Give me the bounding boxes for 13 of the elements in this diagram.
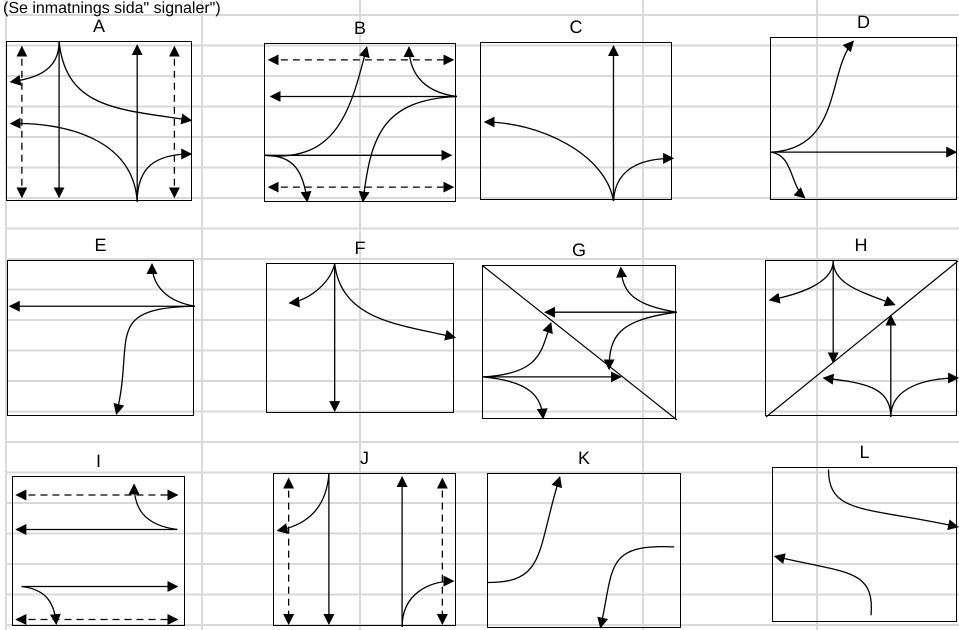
panel-letter: K [578, 447, 590, 469]
panel-letter: G [572, 239, 586, 261]
panel-letter: A [93, 16, 105, 37]
panel-letter: E [94, 234, 106, 256]
panel-letter: H [854, 234, 868, 256]
note-text: (Se inmatnings sida" signaler") [3, 0, 221, 18]
panel-letter: J [360, 447, 369, 469]
panel-letter: D [857, 11, 870, 33]
panel-letter: L [860, 441, 870, 463]
panel-letter: I [96, 450, 101, 472]
panel-letter: F [354, 237, 366, 259]
panel-letter: C [570, 16, 582, 38]
panel-letter: B [354, 17, 366, 39]
